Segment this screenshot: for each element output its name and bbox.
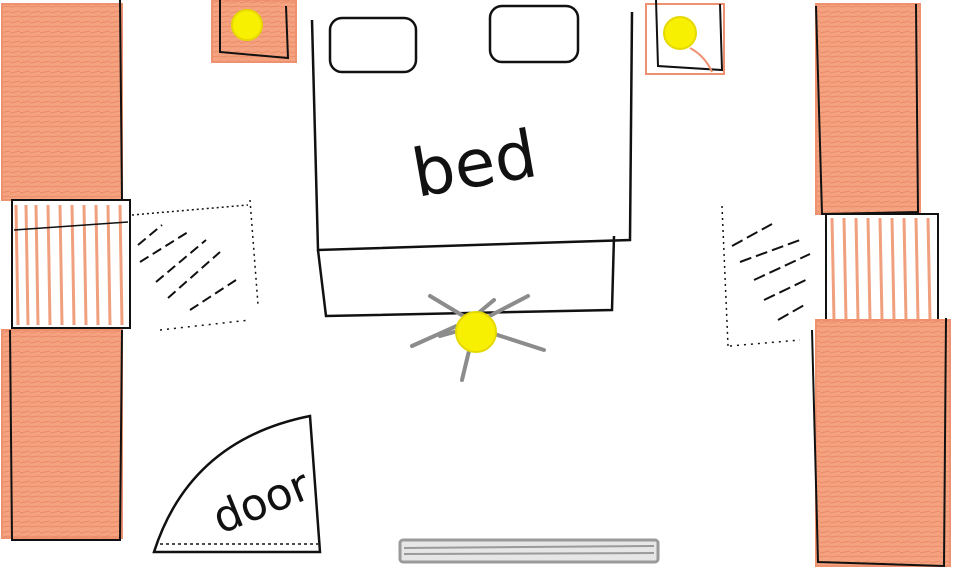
left-nightstand [211,0,297,63]
bed: bed [310,4,634,318]
left-middle-shelf [11,199,131,329]
right-pillow [488,4,580,64]
door-label: door [205,459,318,544]
left-window-icon [131,199,259,331]
left-pillow [328,16,418,74]
left-bottom-cabinet [1,329,123,541]
bed-label: bed [407,115,543,212]
right-bottom-cabinet [811,317,951,568]
door: door [152,414,322,554]
lamp-icon [231,9,263,41]
lamp-icon [663,16,697,50]
ceiling-lamp-icon [455,311,497,353]
right-top-cabinet [815,3,921,216]
right-window-icon [721,205,811,347]
floor-mat [398,538,660,564]
left-top-cabinet [1,0,123,201]
right-middle-shelf [825,213,939,325]
right-nightstand [645,0,725,75]
light-burst-icon [410,294,546,382]
